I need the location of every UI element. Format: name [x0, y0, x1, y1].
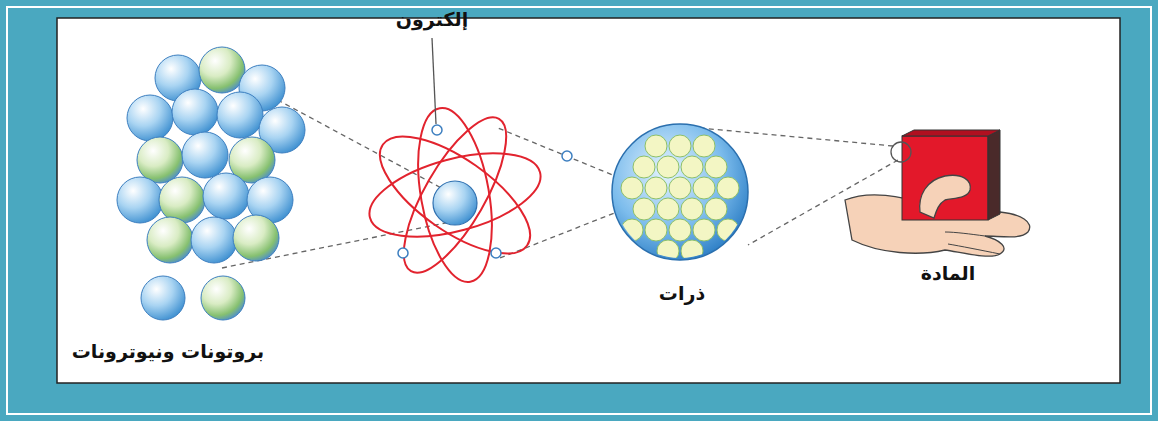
- atom-dot: [669, 177, 691, 199]
- atom-dot: [669, 135, 691, 157]
- frame-line: [7, 7, 1151, 414]
- atom-dot: [645, 219, 667, 241]
- atom-dot: [645, 135, 667, 157]
- atom-dot: [621, 177, 643, 199]
- atom-dot: [657, 240, 679, 262]
- atom-dot: [657, 198, 679, 220]
- atom-dot: [705, 156, 727, 178]
- atoms-label: ذرات: [659, 282, 705, 305]
- atom-dot: [705, 198, 727, 220]
- atom-dot: [693, 177, 715, 199]
- atom-dot: [717, 219, 739, 241]
- atom-dot: [681, 156, 703, 178]
- atom-dot: [693, 219, 715, 241]
- atom-dot: [669, 219, 691, 241]
- atom-model: [361, 38, 572, 288]
- atom-dot: [693, 135, 715, 157]
- nucleus-cluster: [117, 47, 305, 320]
- atom-dot: [681, 198, 703, 220]
- atom-dot: [633, 156, 655, 178]
- atom-dot: [621, 219, 643, 241]
- panel: [57, 18, 1120, 383]
- atom-dot: [717, 177, 739, 199]
- hand-with-block: [845, 130, 1030, 256]
- leader-line: [432, 38, 436, 124]
- atom-dot: [633, 198, 655, 220]
- atom-dot: [657, 156, 679, 178]
- atom-dot: [645, 177, 667, 199]
- nucleons-label: بروتونات ونيوترونات: [72, 340, 265, 363]
- matter-label: المادة: [921, 262, 976, 285]
- atom-dot: [681, 240, 703, 262]
- atoms-sphere: [612, 124, 748, 262]
- zoom-lines: [222, 70, 898, 268]
- electron-label: إلكترون: [396, 8, 468, 31]
